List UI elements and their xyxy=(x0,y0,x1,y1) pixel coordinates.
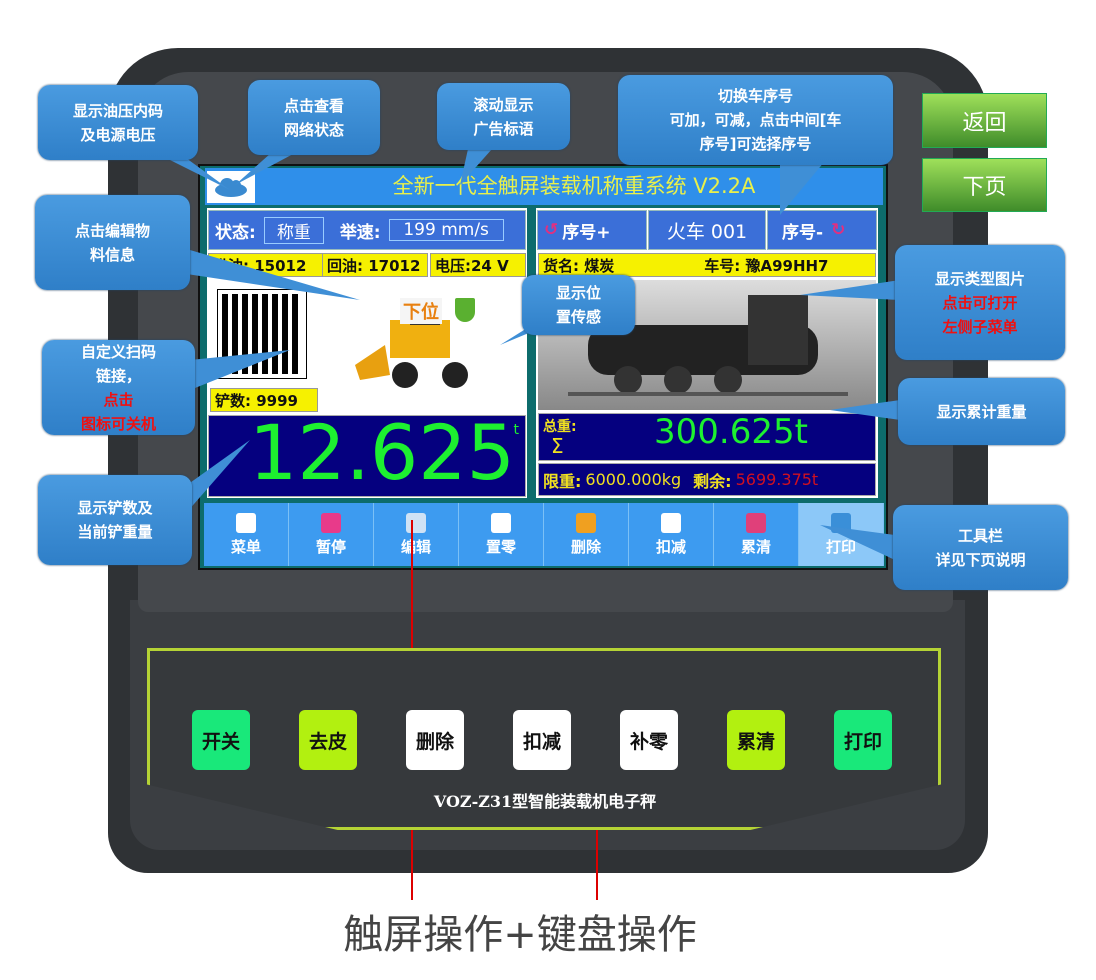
rotate-right-icon: ↻ xyxy=(831,220,846,240)
sigma-icon: Σ xyxy=(551,434,564,458)
shield-icon xyxy=(455,298,475,322)
seq-minus-button[interactable]: 序号- ↻ xyxy=(767,210,877,250)
callout-qr: 自定义扫码 链接， 点击 图标可关机 xyxy=(42,340,195,435)
caption: 触屏操作+键盘操作 xyxy=(343,912,697,958)
plate-number: 车号: 豫A99HH7 xyxy=(704,256,829,275)
pause-icon xyxy=(321,512,341,533)
callout-qr-highlight: 点击 图标可关机 xyxy=(80,390,156,433)
broom-icon xyxy=(746,512,766,533)
total-label: 总重: xyxy=(543,419,577,435)
toolbar-label: 置零 xyxy=(485,537,516,556)
callout-seq: 切换车序号 可加，可减，点击中间[车 序号]可选择序号 xyxy=(618,75,893,165)
toolbar-minus-button[interactable]: 扣减 xyxy=(629,503,714,566)
toolbar-label: 删除 xyxy=(570,537,601,556)
toolbar-edit-button[interactable]: 编辑 xyxy=(374,503,459,566)
toolbar-label: 暂停 xyxy=(315,537,346,556)
key-6[interactable]: 打印 xyxy=(834,710,892,770)
lift-label: 举速: xyxy=(339,222,381,243)
callout-network: 点击查看 网络状态 xyxy=(248,80,380,155)
lift-value: 199 mm/s xyxy=(388,219,504,241)
zero-icon xyxy=(491,512,511,533)
current-weight-display: 12.625 t xyxy=(208,408,526,497)
callout-total: 显示累计重量 xyxy=(898,378,1065,445)
toolbar-pause-button[interactable]: 暂停 xyxy=(289,503,374,566)
callout-slogan: 滚动显示 广告标语 xyxy=(437,83,570,150)
remain-value: 5699.375t xyxy=(735,470,819,489)
toolbar-label: 打印 xyxy=(825,537,856,556)
toolbar-menu-button[interactable]: 菜单 xyxy=(204,503,289,566)
seq-plus-button[interactable]: ↺序号+ xyxy=(537,210,647,250)
toolbar: 菜单 暂停 编辑 置零 删除 扣减 累清 打印 xyxy=(204,503,884,566)
toolbar-label: 扣减 xyxy=(655,537,686,556)
limit-label: 限重: xyxy=(543,471,582,491)
callout-type: 显示类型图片 点击可打开 左侧子菜单 xyxy=(895,245,1065,360)
return-oil: 回油: 17012 xyxy=(322,253,428,277)
position-badge: 下位 xyxy=(400,298,442,324)
rotate-left-icon: ↺ xyxy=(544,220,559,240)
seq-plus-label: 序号+ xyxy=(562,222,611,243)
total-weight-display: 总重: Σ 300.625t xyxy=(538,412,876,461)
remain-label: 剩余: xyxy=(693,471,732,491)
callout-oil: 显示油压内码 及电源电压 xyxy=(38,85,198,160)
minus-icon xyxy=(661,512,681,533)
toolbar-label: 累清 xyxy=(740,537,771,556)
callout-scoop: 显示铲数及 当前铲重量 xyxy=(38,475,192,565)
callout-qr-text: 自定义扫码 链接， xyxy=(80,342,156,385)
status-value: 称重 xyxy=(263,216,324,244)
locomotive-icon xyxy=(568,295,848,396)
key-2[interactable]: 删除 xyxy=(406,710,464,770)
toolbar-broom-button[interactable]: 累清 xyxy=(714,503,799,566)
train-image[interactable] xyxy=(538,280,876,410)
weight-unit: t xyxy=(513,422,520,438)
status-row: 状态: 称重 举速: 199 mm/s xyxy=(208,210,526,250)
key-5[interactable]: 累清 xyxy=(727,710,785,770)
seq-minus-label: 序号- xyxy=(782,222,824,243)
title-bar: 全新一代全触屏装载机称重系统 V2.2A xyxy=(205,168,883,205)
menu-icon xyxy=(236,512,256,533)
toolbar-zero-button[interactable]: 置零 xyxy=(459,503,544,566)
voltage: 电压:24 V xyxy=(430,253,526,277)
limit-row: 限重: 6000.000kg 剩余: 5699.375t xyxy=(538,463,876,496)
scoop-count: 铲数: 9999 xyxy=(210,388,318,412)
model-label: VOZ-Z31型智能装载机电子秤 xyxy=(433,792,657,811)
callout-toolbar: 工具栏 详见下页说明 xyxy=(893,505,1068,590)
status-label: 状态: xyxy=(215,222,256,243)
key-3[interactable]: 扣减 xyxy=(513,710,571,770)
cargo-name: 货名: 煤炭 xyxy=(543,256,615,275)
key-4[interactable]: 补零 xyxy=(620,710,678,770)
toolbar-label: 菜单 xyxy=(230,537,261,556)
callout-edit: 点击编辑物 料信息 xyxy=(35,195,190,290)
limit-value: 6000.000kg xyxy=(585,470,682,489)
cargo-row[interactable]: 货名: 煤炭 车号: 豫A99HH7 xyxy=(538,253,876,277)
callout-position: 显示位 置传感 xyxy=(522,275,635,335)
key-0[interactable]: 开关 xyxy=(192,710,250,770)
current-weight: 12.625 xyxy=(249,408,515,497)
callout-type-text: 显示类型图片 xyxy=(934,269,1025,288)
back-button[interactable]: 返回 xyxy=(922,93,1047,148)
vehicle-selector[interactable]: 火车 001 xyxy=(648,210,766,250)
key-1[interactable]: 去皮 xyxy=(299,710,357,770)
next-page-button[interactable]: 下页 xyxy=(922,158,1047,212)
callout-type-highlight: 点击可打开 左侧子菜单 xyxy=(942,293,1018,336)
total-weight: 300.625t xyxy=(654,412,808,452)
toolbar-trash-button[interactable]: 删除 xyxy=(544,503,629,566)
trash-icon xyxy=(576,512,596,533)
toolbar-label: 编辑 xyxy=(400,537,431,556)
